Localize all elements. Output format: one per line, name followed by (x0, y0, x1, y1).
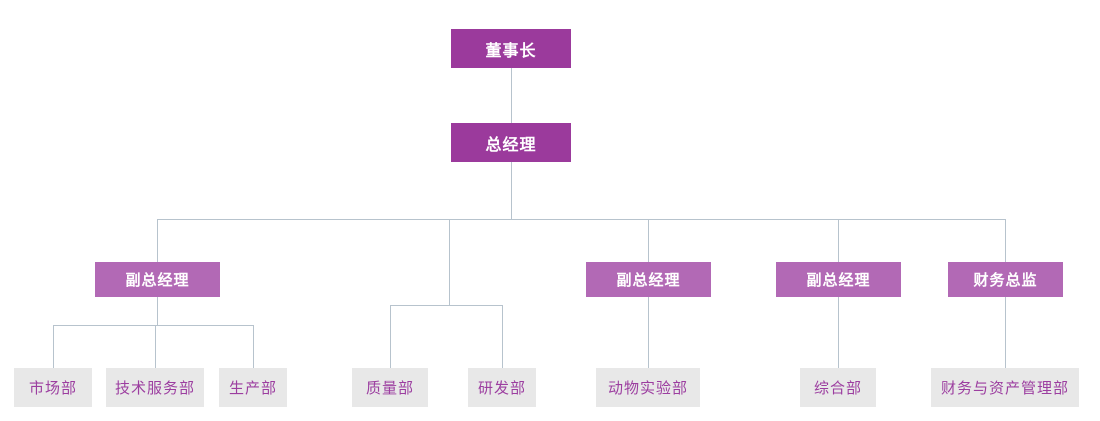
connector-vice-gm-1-stem (157, 297, 158, 325)
connector-drop-vice-gm-1 (157, 219, 158, 262)
connector-middle-horizontal (390, 305, 502, 306)
connector-drop-general-affairs (838, 297, 839, 368)
node-chairman: 董事长 (451, 29, 571, 68)
connector-vice-gm-1-horizontal (53, 325, 254, 326)
connector-drop-tech-service (155, 325, 156, 368)
connector-drop-production (253, 325, 254, 368)
connector-drop-middle-branch (449, 219, 450, 305)
node-finance-director: 财务总监 (948, 262, 1063, 297)
connector-main-horizontal (157, 219, 1006, 220)
node-dept-marketing: 市场部 (14, 368, 92, 407)
connector-drop-animal-lab (648, 297, 649, 368)
node-dept-tech-service: 技术服务部 (106, 368, 204, 407)
node-dept-quality: 质量部 (352, 368, 428, 407)
connector-drop-vice-gm-3 (838, 219, 839, 262)
connector-drop-quality (390, 305, 391, 368)
node-dept-general-affairs: 综合部 (800, 368, 876, 407)
connector-drop-marketing (53, 325, 54, 368)
node-dept-animal-lab: 动物实验部 (596, 368, 700, 407)
connector-drop-finance-director (1005, 219, 1006, 262)
node-vice-gm-2: 副总经理 (586, 262, 711, 297)
node-dept-finance-asset: 财务与资产管理部 (931, 368, 1079, 407)
connector-gm-stem (511, 162, 512, 219)
connector-drop-finance-asset (1005, 297, 1006, 368)
node-vice-gm-3: 副总经理 (776, 262, 901, 297)
connector-chairman-to-gm (511, 68, 512, 123)
connector-drop-vice-gm-2 (648, 219, 649, 262)
node-dept-rnd: 研发部 (468, 368, 536, 407)
node-vice-gm-1: 副总经理 (95, 262, 220, 297)
node-dept-production: 生产部 (219, 368, 287, 407)
node-general-manager: 总经理 (451, 123, 571, 162)
connector-drop-rnd (502, 305, 503, 368)
